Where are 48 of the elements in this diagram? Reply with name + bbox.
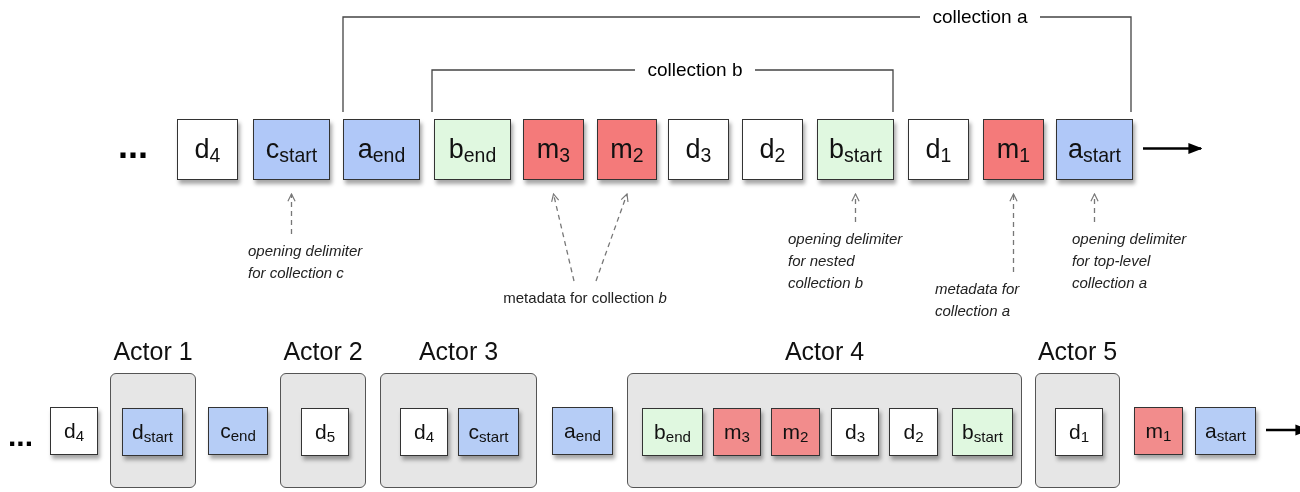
ellipsis: ... [118,128,148,164]
leader-arrow [595,193,629,282]
token-box: m$_{1}$ [983,119,1044,180]
token-box: a$_{end}$ [343,119,420,180]
token-box: a$_{end}$ [552,407,613,455]
annotation-text: opening delimiter for collection c [248,240,368,310]
ellipsis: ... [8,418,33,454]
token-box: m$_{3}$ [523,119,584,180]
token-box: a$_{start}$ [1195,407,1256,455]
annotation-text: opening delimiter for top-level collection a [1072,228,1192,320]
leader-arrow [1090,193,1099,223]
token-box: d$_{3}$ [668,119,729,180]
token-box: m$_{1}$ [1134,407,1183,455]
token-box: m$_{3}$ [713,408,761,456]
token-box: m$_{2}$ [771,408,820,456]
annotation-text: metadata for collection b [470,287,700,309]
token-box: d$_{1}$ [1055,408,1103,456]
token-box: c$_{end}$ [208,407,268,455]
token-box: b$_{start}$ [952,408,1013,456]
token-box: d$_{3}$ [831,408,879,456]
actor-heading: Actor 5 [1036,336,1119,366]
token-box: b$_{start}$ [817,119,894,180]
actor-heading: Actor 1 [112,336,194,366]
actor-heading: Actor 4 [783,336,866,366]
leader-arrow [551,193,575,282]
token-box: d$_{5}$ [301,408,349,456]
token-box: d$_{2}$ [742,119,803,180]
flow-arrow [1143,142,1203,155]
token-box: c$_{start}$ [458,408,519,456]
leader-arrow [851,193,860,223]
token-box: a$_{start}$ [1056,119,1133,180]
token-box: d$_{4}$ [400,408,448,456]
leader-arrow [287,193,296,235]
token-box: d$_{2}$ [889,408,938,456]
token-box: d$_{1}$ [908,119,969,180]
token-box: m$_{2}$ [597,119,657,180]
actor-heading: Actor 2 [282,336,364,366]
token-box: d$_{4}$ [177,119,238,180]
flow-arrow [1266,424,1300,436]
annotation-text: opening delimiter for nested collection b [788,228,908,320]
token-box: b$_{end}$ [642,408,703,456]
token-box: c$_{start}$ [253,119,330,180]
token-box: d$_{4}$ [50,407,98,455]
token-box: b$_{end}$ [434,119,511,180]
leader-arrow [1009,193,1018,273]
annotation-text: metadata for collection a [935,278,1055,324]
token-box: d$_{start}$ [122,408,183,456]
actor-heading: Actor 3 [417,336,500,366]
